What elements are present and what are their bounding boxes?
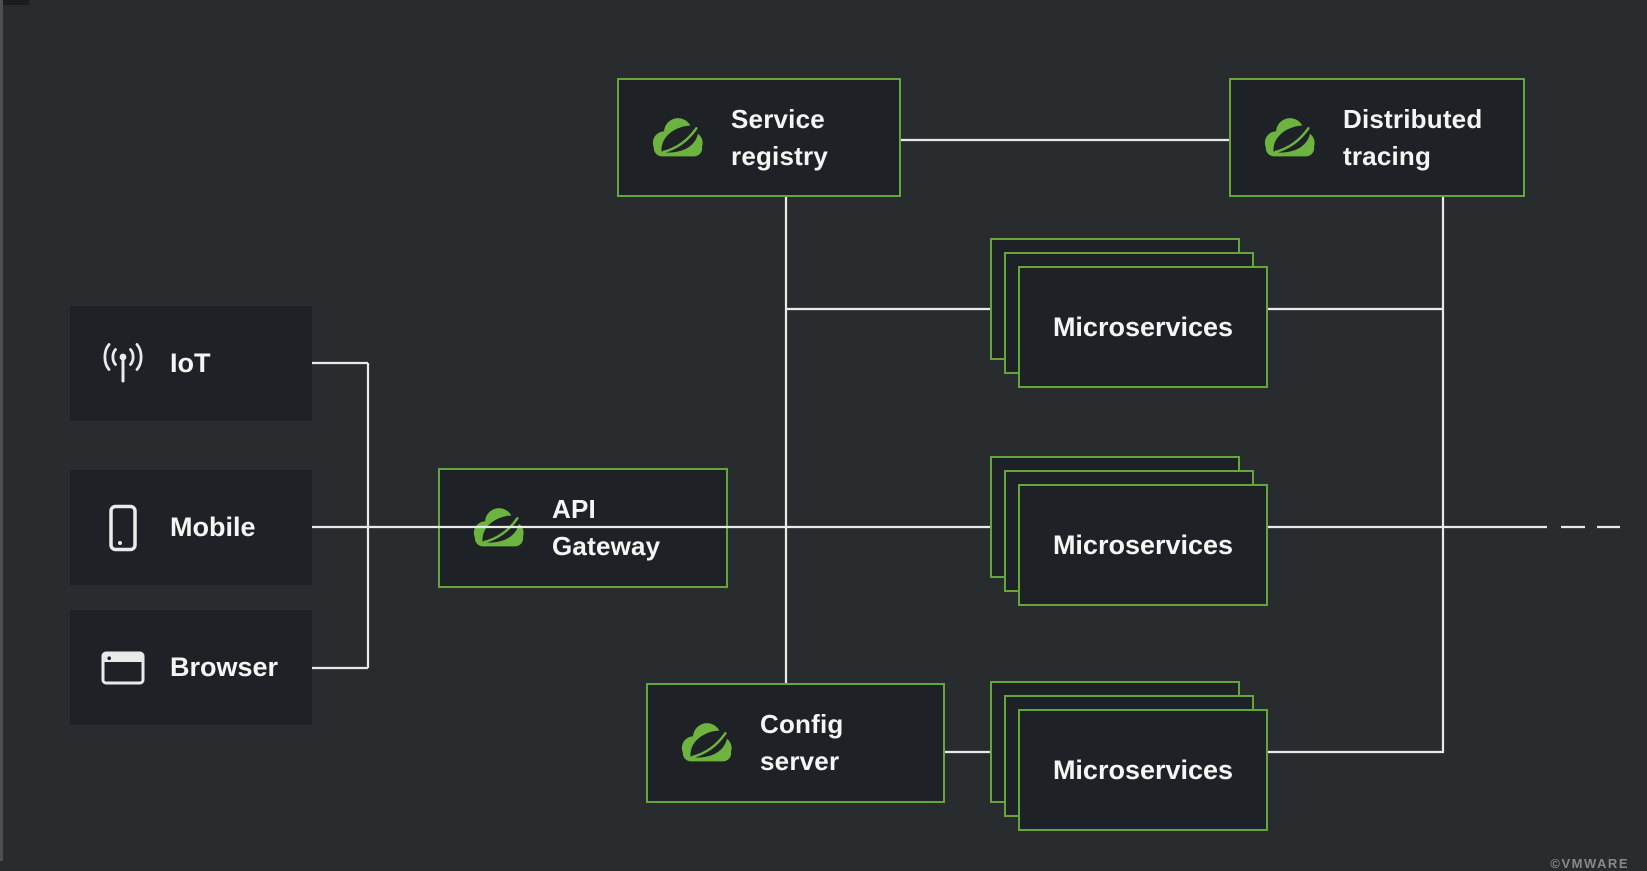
- service-label-line2: Gateway: [552, 531, 661, 561]
- stack-label: Microservices: [1052, 754, 1234, 785]
- stack-card-front: Microservices: [1018, 709, 1268, 831]
- service-node-service-registry: Service registry: [617, 78, 901, 197]
- stack-label: Microservices: [1052, 311, 1234, 342]
- client-node-iot: IoT: [70, 306, 312, 421]
- screen-edge-highlight: [0, 0, 3, 861]
- service-label-line2: server: [760, 746, 840, 776]
- microservices-stack-middle: Microservices: [990, 456, 1268, 606]
- screen-corner-artifact: [3, 0, 29, 5]
- client-label-iot: IoT: [170, 348, 211, 378]
- service-label-line1: Service: [731, 103, 825, 134]
- service-label: Distributed tracing: [1343, 101, 1482, 175]
- client-node-browser: Browser: [70, 610, 312, 725]
- service-label-line1: API: [552, 494, 596, 524]
- client-node-mobile: Mobile: [70, 470, 312, 585]
- client-label-mobile: Mobile: [170, 512, 256, 542]
- spring-logo-icon: [470, 505, 528, 551]
- browser-window-icon: [96, 651, 150, 685]
- service-node-distributed-tracing: Distributed tracing: [1229, 78, 1525, 197]
- stack-label: Microservices: [1052, 529, 1234, 560]
- service-label-line2: registry: [731, 140, 828, 171]
- spring-logo-icon: [678, 720, 736, 766]
- service-label: API Gateway: [552, 491, 660, 565]
- watermark-text: ©VMWARE: [1550, 856, 1629, 871]
- stack-card-front: Microservices: [1018, 484, 1268, 606]
- service-node-config-server: Config server: [646, 683, 945, 803]
- service-node-api-gateway: API Gateway: [438, 468, 728, 588]
- spring-logo-icon: [1261, 115, 1319, 161]
- service-label-line1: Distributed: [1343, 103, 1483, 134]
- client-label-browser: Browser: [170, 652, 279, 682]
- smartphone-icon: [96, 504, 150, 552]
- service-label: Service registry: [731, 101, 828, 175]
- wire-tracing-down-to-bottom-row: [1268, 197, 1445, 754]
- microservices-stack-bottom: Microservices: [990, 681, 1268, 831]
- service-label-line1: Config: [760, 709, 844, 739]
- stack-card-front: Microservices: [1018, 266, 1268, 388]
- service-label: Config server: [760, 706, 844, 780]
- service-label-line2: tracing: [1343, 140, 1432, 171]
- broadcast-icon: [96, 342, 150, 386]
- microservices-stack-top: Microservices: [990, 238, 1268, 388]
- spring-logo-icon: [649, 115, 707, 161]
- wire-client-bracket: [312, 361, 370, 670]
